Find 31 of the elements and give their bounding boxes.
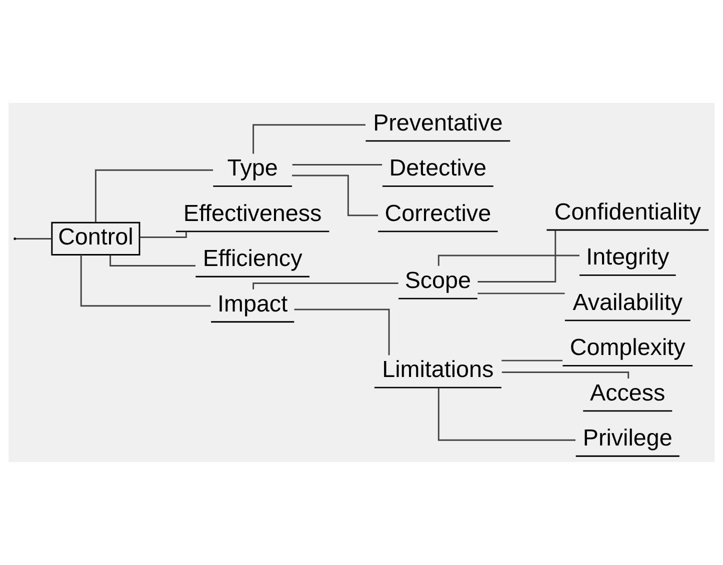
connector: [80, 254, 211, 307]
node-text: Scope: [404, 267, 471, 294]
node-text: Privilege: [582, 424, 672, 451]
connector: [502, 360, 562, 362]
connector: [478, 230, 556, 282]
node-text: Complexity: [570, 334, 686, 360]
node-text: Impact: [218, 290, 288, 316]
node-text: Integrity: [586, 244, 670, 270]
node-text: Corrective: [384, 200, 492, 226]
node-box: Control: [51, 222, 140, 256]
connector: [252, 124, 366, 154]
connector: [94, 169, 213, 222]
connector: [252, 282, 398, 290]
node-text: Detective: [389, 154, 487, 181]
node-text: Preventative: [373, 109, 503, 136]
connector: [478, 292, 565, 294]
node-text: Effectiveness: [183, 200, 322, 226]
node-text: Efficiency: [202, 245, 302, 272]
connector: [16, 238, 52, 240]
connector: [438, 388, 576, 441]
node-text: Limitations: [382, 356, 494, 382]
connector: [292, 164, 382, 166]
connector: [110, 255, 196, 266]
node-text: Access: [590, 379, 666, 406]
connector: [294, 308, 390, 356]
connector: [292, 174, 378, 216]
node-text: Confidentiality: [554, 198, 701, 224]
connector: [502, 372, 630, 378]
node-text: Type: [227, 154, 278, 181]
connector: [140, 232, 187, 238]
node-text: Availability: [572, 288, 683, 315]
